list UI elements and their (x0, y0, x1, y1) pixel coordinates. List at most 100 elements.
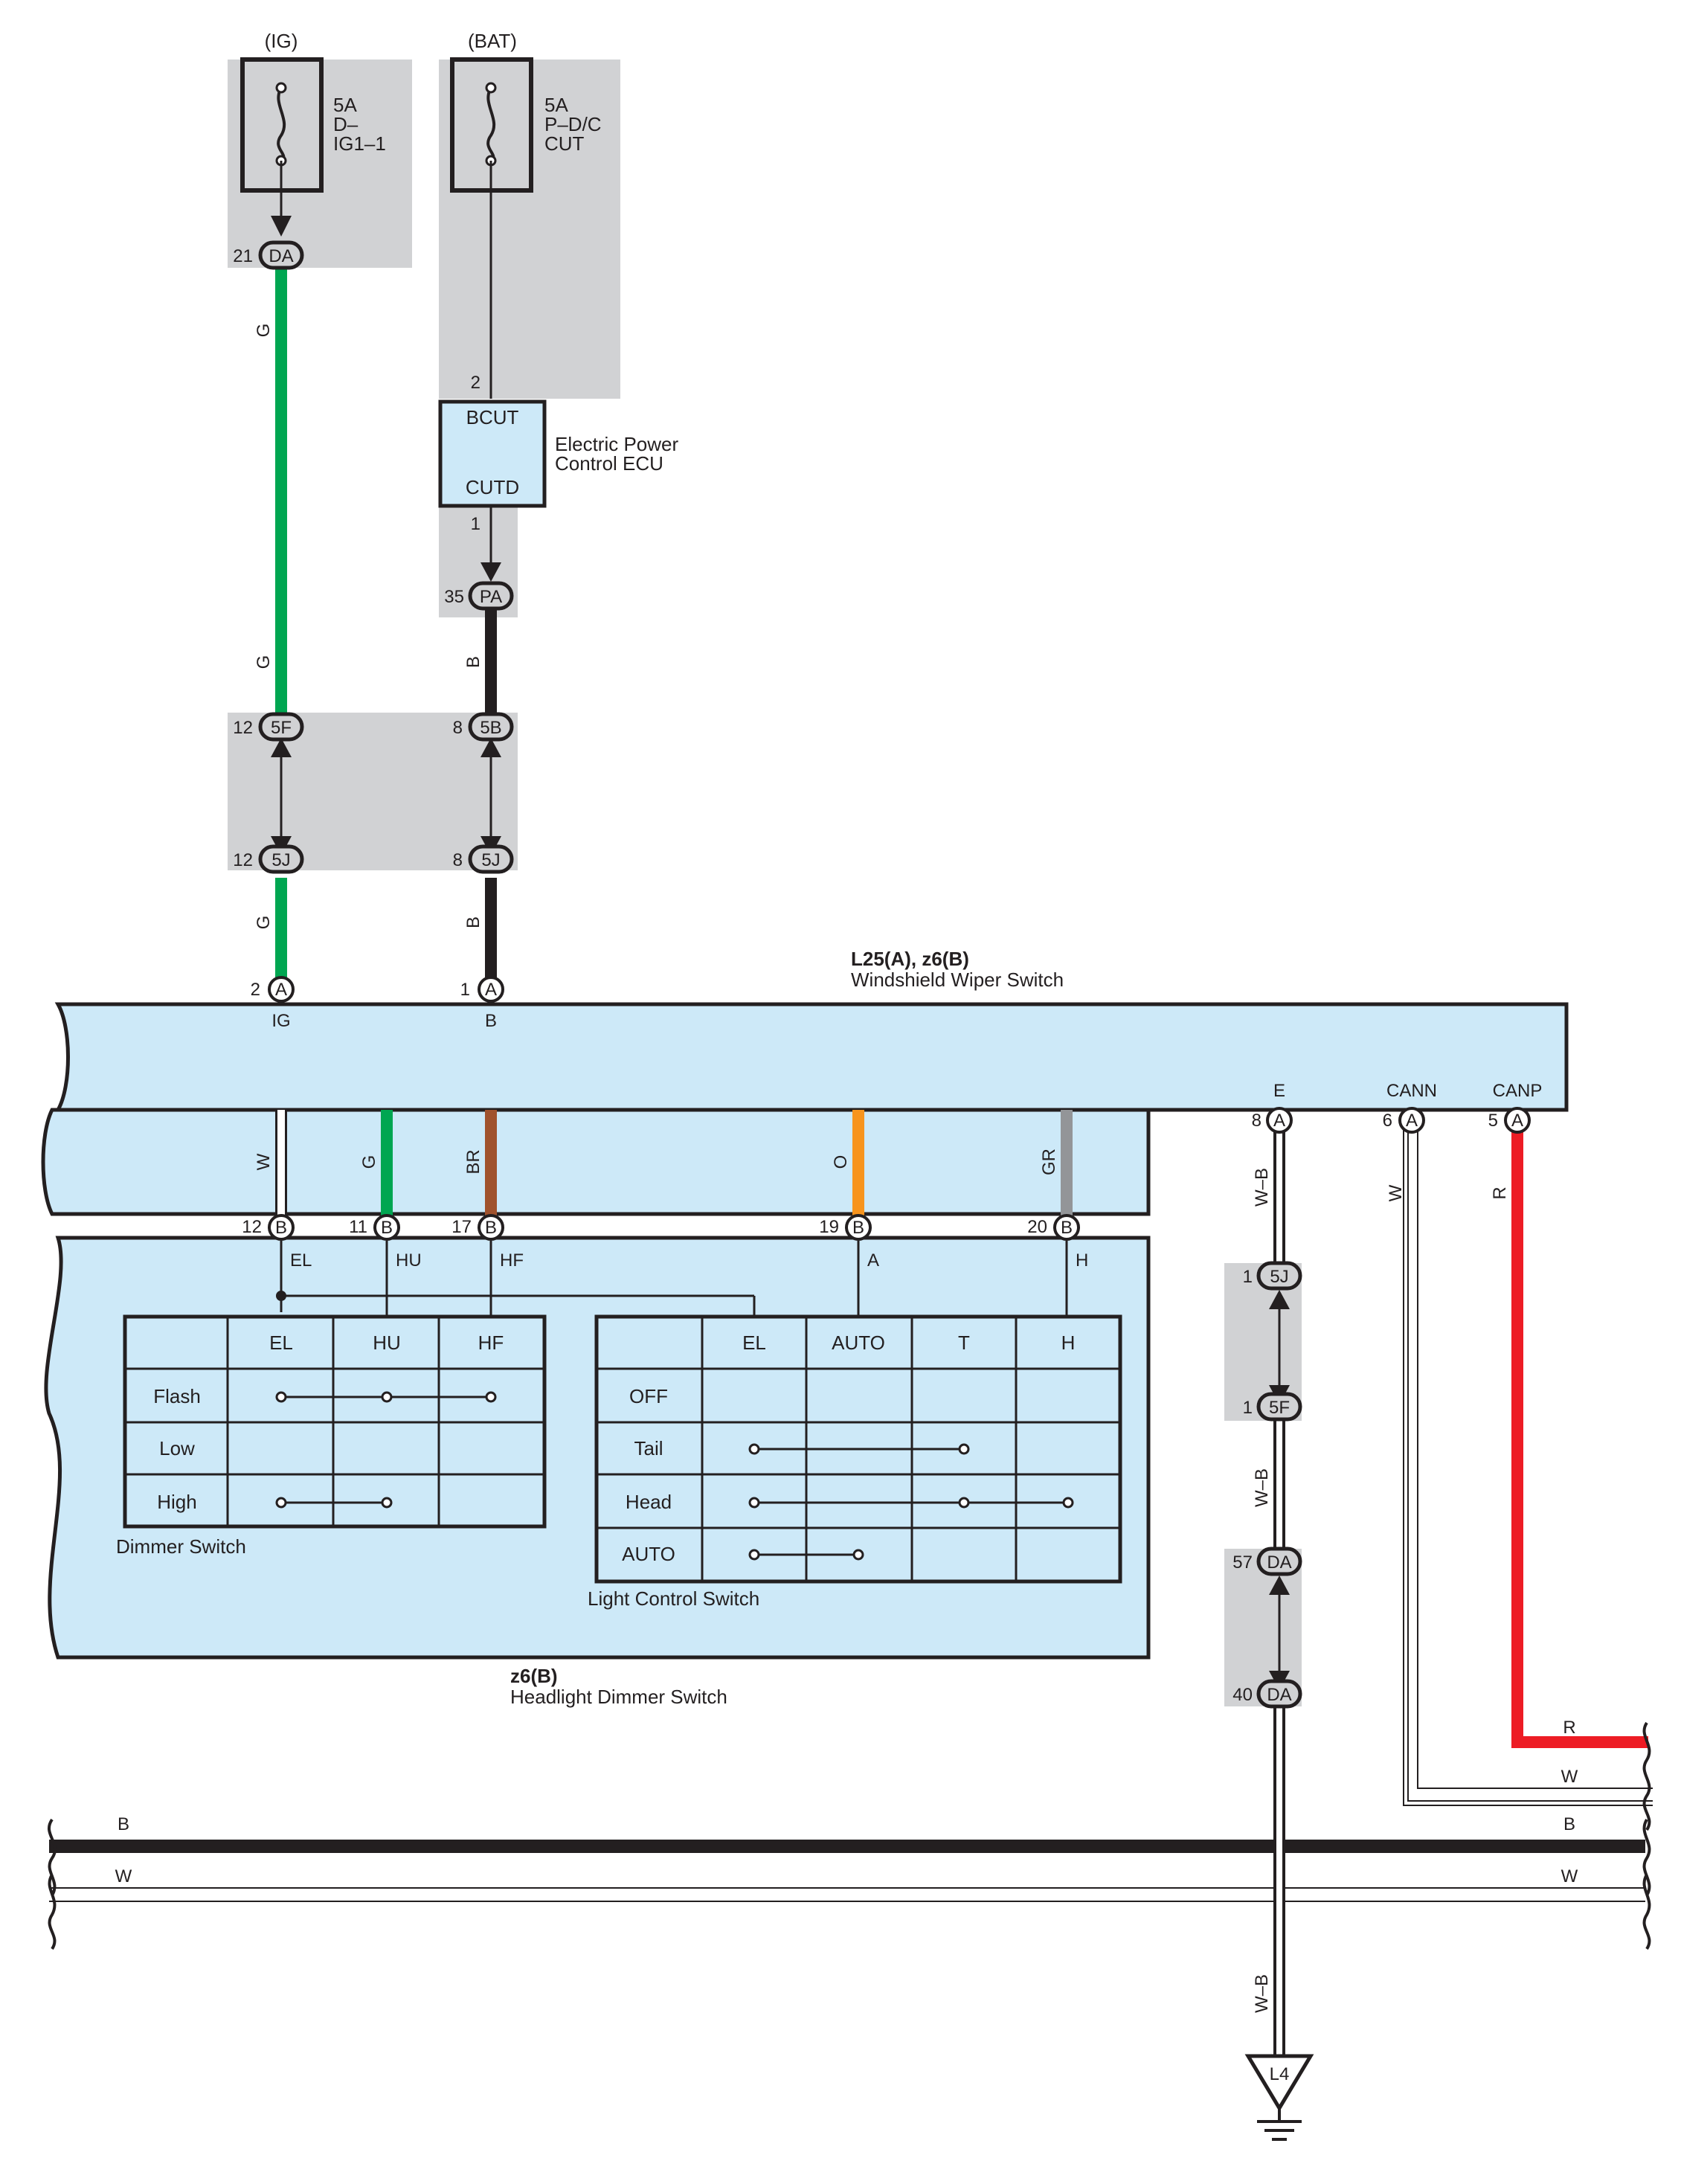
connector-57-da: 57 DA (1232, 1547, 1302, 1576)
ground-label: L4 (1270, 2064, 1290, 2084)
pin-code: A (1273, 1111, 1285, 1131)
dimmer-pin-label-hf: HF (500, 1250, 524, 1271)
dimmer-pin-label-hu: HU (396, 1250, 422, 1271)
connector-code: DA (1267, 1552, 1291, 1573)
ig-fuse-name-2: IG1–1 (333, 132, 386, 155)
fuse-element-icon (486, 86, 496, 162)
wire-label-r-end: R (1563, 1718, 1575, 1738)
dimmer-wire-label: G (359, 1155, 379, 1169)
pin-num: 6 (1383, 1111, 1392, 1131)
ig-fuse-amp: 5A (333, 94, 357, 116)
dimmer-wires: W G BR O GR (254, 1110, 1073, 1220)
dimmer-wire-label: GR (1039, 1149, 1059, 1175)
wiper-pin-canp: 5 A (1488, 1107, 1531, 1134)
pin-label: IG (271, 1011, 290, 1031)
connector-21-da: 21 DA (233, 240, 304, 270)
connector-pin: 12 (233, 718, 253, 738)
fuse-element-icon (277, 86, 286, 162)
connector-code: 5J (1270, 1267, 1288, 1287)
table-row-label: Flash (153, 1385, 201, 1407)
arrow-up-icon (480, 738, 501, 757)
dimmer-pin-label-h: H (1076, 1250, 1088, 1271)
connector-1-5f: 1 5F (1243, 1392, 1302, 1422)
wire-label-g-3: G (254, 916, 274, 930)
dimmer-pin-connector (373, 1214, 400, 1241)
pin-num: 8 (1252, 1111, 1261, 1131)
table-row-label: AUTO (622, 1543, 675, 1565)
electric-power-control-ecu: BCUT CUTD Electric Power Control ECU (438, 399, 678, 508)
connector-code: 5J (271, 850, 290, 870)
wiper-pin-e: 8 A (1252, 1107, 1293, 1134)
arrow-down-icon (480, 562, 501, 582)
pin-code: A (1511, 1111, 1523, 1131)
table-header: HU (373, 1332, 401, 1354)
wire-label-b-1: B (463, 656, 483, 668)
connector-code: PA (480, 587, 502, 607)
bat-source-label: (BAT) (468, 30, 517, 52)
connector-8-5b: 8 5B (453, 712, 514, 742)
connector-40-da: 40 DA (1232, 1679, 1302, 1709)
dimmer-wire-label: BR (463, 1149, 483, 1174)
wiper-pin-b: 1 A B (460, 976, 504, 1031)
connector-pin: 8 (453, 718, 463, 738)
connector-8-5j: 8 5J (453, 844, 514, 874)
pin-num: 1 (460, 980, 470, 1000)
bus-label-b-left: B (118, 1814, 129, 1834)
wire-label-w-cann-end: W (1561, 1767, 1578, 1787)
can-high-wire-r (1511, 1132, 1648, 1748)
ecu-pin-top-num: 2 (471, 373, 480, 393)
dimmer-wire-label: W (254, 1153, 274, 1170)
wire-label-g-1: G (254, 324, 274, 338)
bus-label-w-right: W (1561, 1866, 1578, 1886)
pin-num: 5 (1488, 1111, 1498, 1131)
connector-code: 5F (1269, 1398, 1290, 1418)
can-low-wire-w (1403, 1120, 1653, 1806)
wire-label-r: R (1490, 1186, 1510, 1199)
connector-1-5j: 1 5J (1243, 1261, 1302, 1291)
wiper-switch-title-1: L25(A), z6(B) (851, 948, 969, 970)
connector-12-5f: 12 5F (233, 712, 304, 742)
dimmer-pin-code: B (852, 1218, 864, 1238)
pin-code: A (1406, 1111, 1418, 1131)
break-mark-right (1642, 1721, 1651, 1950)
ecu-pin-bottom-num: 1 (471, 514, 480, 534)
table-header: EL (269, 1332, 293, 1354)
dimmer-pin-code: B (485, 1218, 497, 1238)
bus-wire-w (49, 1887, 1645, 1902)
table-header: EL (742, 1332, 766, 1354)
dimmer-wire-label: O (831, 1155, 851, 1169)
dimmer-pin-label-a: A (867, 1250, 879, 1271)
table-row-label: Low (159, 1437, 195, 1459)
junction-dot (276, 1291, 286, 1301)
bat-fuse-amp: 5A (544, 94, 568, 116)
pin-label: B (485, 1011, 497, 1031)
connector-code: DA (1267, 1685, 1291, 1705)
dimmer-pin-num: 20 (1027, 1217, 1047, 1237)
dimmer-pin-code: B (381, 1218, 393, 1238)
wiper-pin-ig: 2 A IG (251, 976, 295, 1031)
connector-12-5j: 12 5J (233, 844, 304, 874)
dimmer-pin-connector (478, 1214, 504, 1241)
pin-code: A (275, 980, 287, 1000)
wire-label-b-2: B (463, 916, 483, 928)
dimmer-pin-num: 11 (349, 1217, 367, 1237)
dimmer-switch-table: EL HU HF Flash Low High Dimmer Switch (116, 1314, 547, 1558)
pin-label-e: E (1273, 1081, 1285, 1101)
wiper-switch-lower-band (41, 1108, 1151, 1216)
dimmer-pin-code: B (1061, 1218, 1073, 1238)
wire-label-wb-2: W–B (1252, 1468, 1272, 1507)
table-header: HF (478, 1332, 504, 1354)
pin-code: A (485, 980, 497, 1000)
bat-fuse-name-2: CUT (544, 132, 585, 155)
dimmer-pin-code: B (275, 1218, 287, 1238)
connector-pin: 57 (1232, 1552, 1253, 1573)
ecu-pin-bottom-label: CUTD (466, 476, 519, 498)
arrow-up-icon (271, 738, 292, 757)
table-row-label: Head (626, 1491, 672, 1513)
connector-pin: 1 (1243, 1398, 1253, 1418)
connector-code: 5J (481, 850, 500, 870)
dimmer-pin-connector (1053, 1214, 1080, 1241)
wire-label-wb-3: W–B (1252, 1974, 1272, 2013)
dimmer-pin-connector (845, 1214, 872, 1241)
